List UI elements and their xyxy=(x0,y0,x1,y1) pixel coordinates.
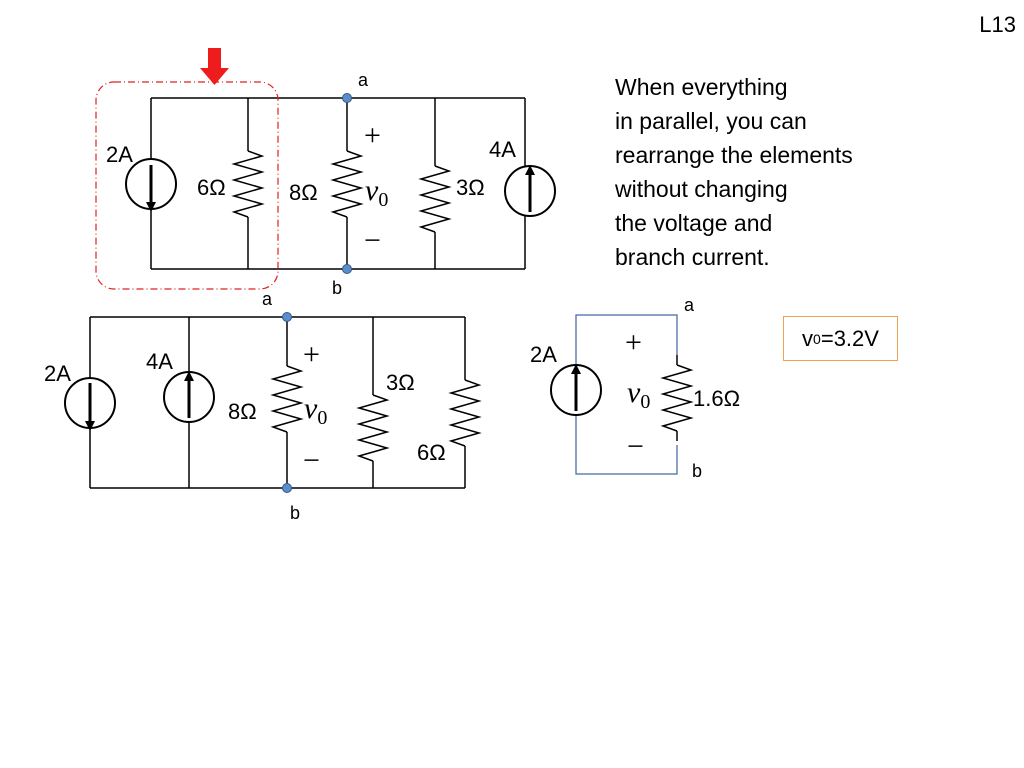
c2-source1-label: 2A xyxy=(44,361,71,386)
highlight-arrow-icon xyxy=(200,48,229,85)
c1-source-right-label: 4A xyxy=(489,137,516,162)
c3-source-label: 2A xyxy=(530,342,557,367)
c2-r8-resistor xyxy=(270,365,304,433)
c3-node-a-label: a xyxy=(684,295,695,315)
c2-minus-sign: − xyxy=(303,444,320,477)
circuit-2 xyxy=(64,316,482,489)
c1-r8-label: 8Ω xyxy=(289,180,318,205)
explanation-line-3: rearrange the elements xyxy=(615,142,853,168)
c2-r8-label: 8Ω xyxy=(228,399,257,424)
explanation-line-4: without changing xyxy=(615,176,788,202)
c1-r6-label: 6Ω xyxy=(197,175,226,200)
c2-plus-sign: + xyxy=(303,338,320,371)
slide-number: L13 xyxy=(979,12,1016,37)
c2-r6-label: 6Ω xyxy=(417,440,446,465)
c1-source-left-label: 2A xyxy=(106,142,133,167)
c1-v0-subscript: 0 xyxy=(378,189,388,211)
c2-node-a-label: a xyxy=(262,289,273,309)
c2-r6-resistor xyxy=(448,379,482,447)
c1-v0-symbol: v xyxy=(365,174,379,207)
explanation-line-5: the voltage and xyxy=(615,210,773,236)
c3-minus-sign: − xyxy=(627,430,644,463)
c2-v0-subscript: 0 xyxy=(317,407,327,429)
c1-v0-label: v0 xyxy=(365,174,388,211)
c1-node-a xyxy=(342,93,352,103)
c1-node-b-label: b xyxy=(332,278,342,298)
c1-highlight-box xyxy=(95,81,279,290)
circuit-3 xyxy=(550,314,694,475)
c1-r3-resistor xyxy=(418,165,452,233)
explanation-line-1: When everything xyxy=(615,74,788,100)
explanation-line-6: branch current. xyxy=(615,244,770,270)
c2-r3-resistor xyxy=(356,394,390,462)
result-prefix: v xyxy=(802,325,814,351)
c3-r-label: 1.6Ω xyxy=(693,386,740,411)
c2-node-b-label: b xyxy=(290,503,300,523)
c2-node-a xyxy=(282,312,292,322)
c1-r6-resistor xyxy=(231,150,265,218)
c1-r3-label: 3Ω xyxy=(456,175,485,200)
c3-v0-label: v0 xyxy=(627,376,650,413)
c1-node-a-label: a xyxy=(358,70,369,90)
result-subscript: 0 xyxy=(813,330,821,347)
c2-node-b xyxy=(282,483,292,493)
c3-r-resistor xyxy=(660,364,694,432)
c3-v0-symbol: v xyxy=(627,376,641,409)
circuit-1 xyxy=(95,81,556,290)
c1-node-b xyxy=(342,264,352,274)
c2-v0-label: v0 xyxy=(304,392,327,429)
c1-r8-resistor xyxy=(330,150,364,218)
c2-source2-label: 4A xyxy=(146,349,173,374)
explanation-text: When everything in parallel, you can rea… xyxy=(615,70,853,274)
c3-plus-sign: + xyxy=(625,326,642,359)
c1-plus-sign: + xyxy=(364,119,381,152)
c2-r3-label: 3Ω xyxy=(386,370,415,395)
c1-minus-sign: − xyxy=(364,224,381,257)
result-value: =3.2V xyxy=(820,325,879,351)
c2-v0-symbol: v xyxy=(304,392,318,425)
c3-node-b-label: b xyxy=(692,461,702,481)
explanation-line-2: in parallel, you can xyxy=(615,108,807,134)
c3-v0-subscript: 0 xyxy=(640,391,650,413)
